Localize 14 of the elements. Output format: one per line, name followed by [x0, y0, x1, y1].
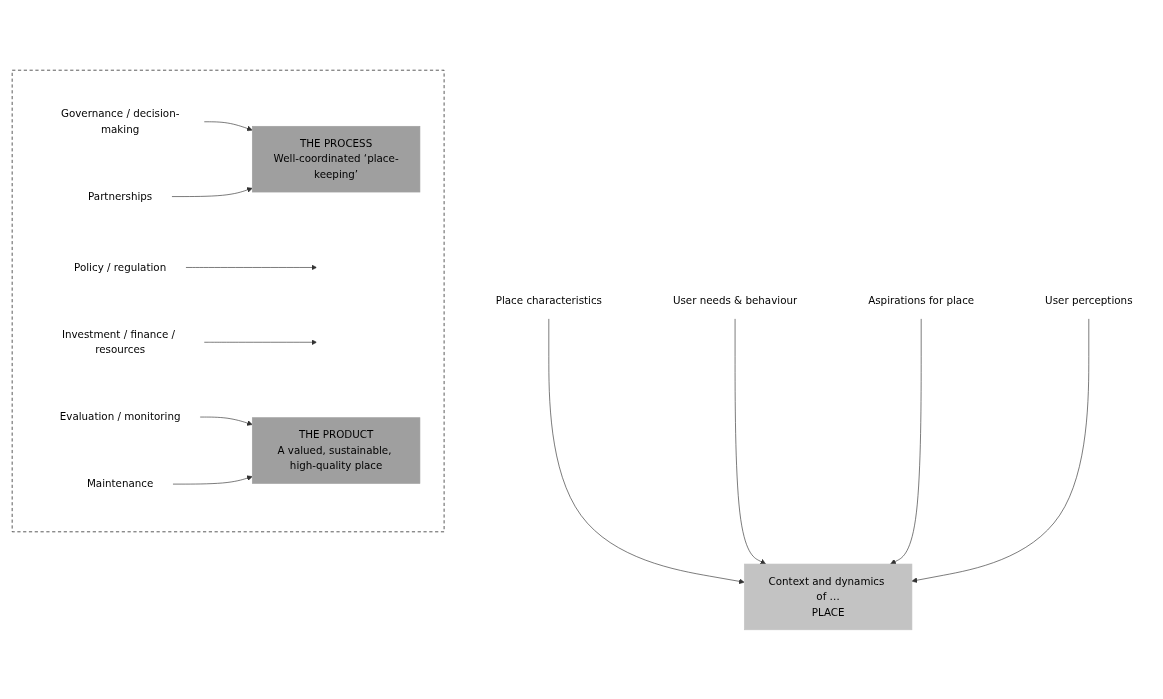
- node-text: Maintenance: [86, 477, 153, 490]
- node-text: Place characteristics: [495, 294, 602, 307]
- cluster: [11, 69, 444, 532]
- node-text: Governance / decision-making: [60, 107, 179, 135]
- node-text: Partnerships: [87, 189, 152, 202]
- node-box: THE PROCESS Well-coordinated ‘place-keeping’: [251, 125, 420, 192]
- node-text: User needs & behaviour: [672, 294, 797, 307]
- node-text: User perceptions: [1044, 294, 1132, 307]
- node-box: THE PRODUCT A valued, sustainable, high-quality place: [251, 416, 420, 484]
- node-text: Policy / regulation: [73, 260, 166, 273]
- node-box: Context and dynamics of … PLACE: [743, 563, 912, 630]
- node-text: Evaluation / monitoring: [59, 410, 181, 423]
- node-text: Aspirations for place: [867, 294, 974, 307]
- node-text: Investment / finance / resources: [61, 327, 175, 356]
